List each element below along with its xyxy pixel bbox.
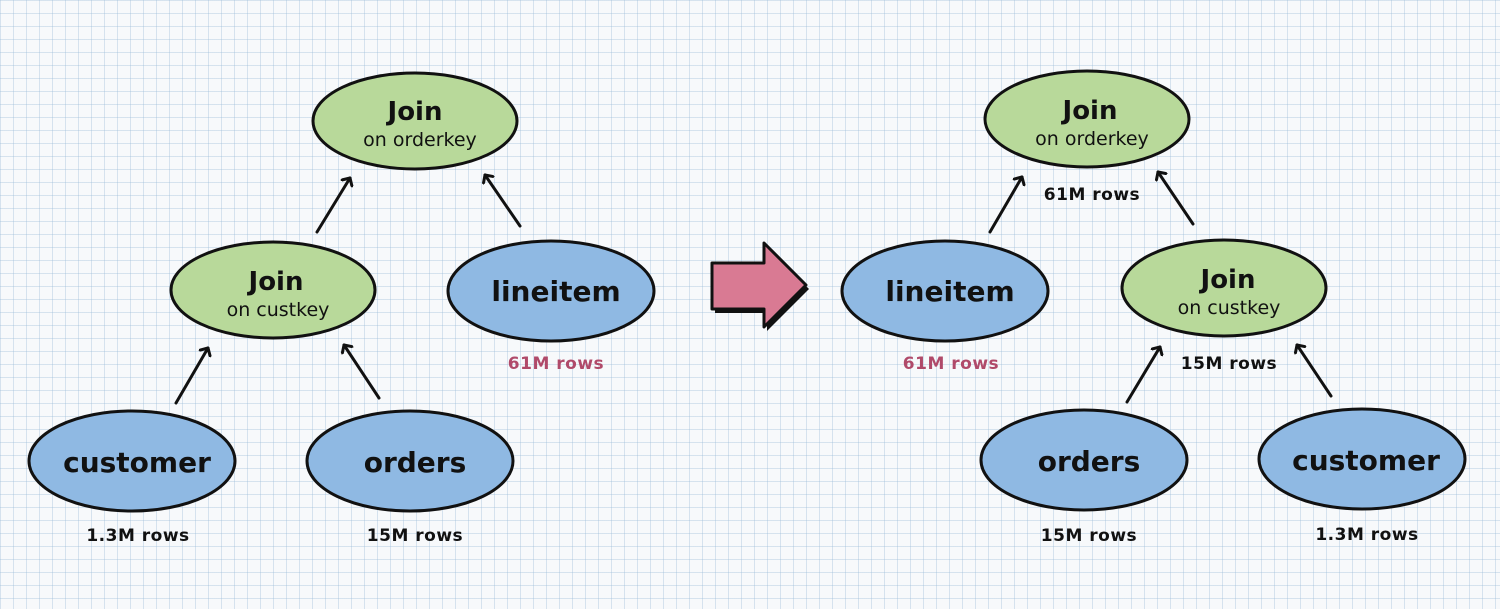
customer-node: customer — [27, 409, 237, 513]
join-subtitle: on custkey — [227, 299, 330, 321]
table-name: orders — [1038, 445, 1141, 478]
table-name: orders — [364, 446, 467, 479]
table-name: lineitem — [885, 275, 1014, 308]
right-arrow-icon — [710, 241, 809, 331]
join-title: Join — [386, 97, 443, 127]
table-name: customer — [1292, 444, 1440, 477]
join-title: Join — [1199, 265, 1256, 295]
table-name: customer — [63, 446, 211, 479]
row-count-label: 1.3M rows — [1315, 525, 1418, 545]
edge-customer-to-join-inner — [1297, 343, 1333, 398]
row-count-label: 1.3M rows — [86, 526, 189, 546]
join-title: Join — [1061, 96, 1118, 126]
join-title: Join — [247, 267, 304, 297]
join-subtitle: on orderkey — [1035, 128, 1149, 150]
edge-orders-to-join-inner — [344, 343, 381, 400]
customer-node: customer — [1257, 407, 1467, 511]
edge-lineitem-to-join-top — [485, 173, 522, 228]
row-count-label: 15M rows — [367, 526, 463, 546]
row-count-label: 15M rows — [1041, 526, 1137, 546]
join-custkey-node: Join on custkey — [169, 240, 377, 340]
join-subtitle: on orderkey — [363, 129, 477, 151]
edge-join-inner-to-join-top — [315, 176, 350, 234]
row-count-label: 15M rows — [1181, 354, 1277, 374]
left-plan: Join on orderkey Join on custkey lineite… — [27, 71, 656, 546]
join-subtitle: on custkey — [1178, 297, 1281, 319]
edge-lineitem-to-join-top — [988, 175, 1022, 234]
right-plan: Join on orderkey 61M rows lineitem 61M r… — [840, 69, 1467, 546]
lineitem-node: lineitem — [840, 239, 1050, 343]
join-custkey-node: Join on custkey — [1120, 238, 1328, 338]
edge-customer-to-join-inner — [174, 346, 208, 405]
edge-join-inner-to-join-top — [1158, 170, 1195, 226]
join-orderkey-node: Join on orderkey — [983, 69, 1191, 169]
table-name: lineitem — [491, 275, 620, 308]
row-count-label: 61M rows — [1044, 185, 1140, 205]
row-count-label: 61M rows — [903, 354, 999, 374]
orders-node: orders — [979, 408, 1189, 512]
row-count-label: 61M rows — [508, 354, 604, 374]
orders-node: orders — [305, 409, 515, 513]
lineitem-node: lineitem — [446, 239, 656, 343]
edge-orders-to-join-inner — [1125, 345, 1160, 404]
join-orderkey-node: Join on orderkey — [311, 71, 519, 171]
